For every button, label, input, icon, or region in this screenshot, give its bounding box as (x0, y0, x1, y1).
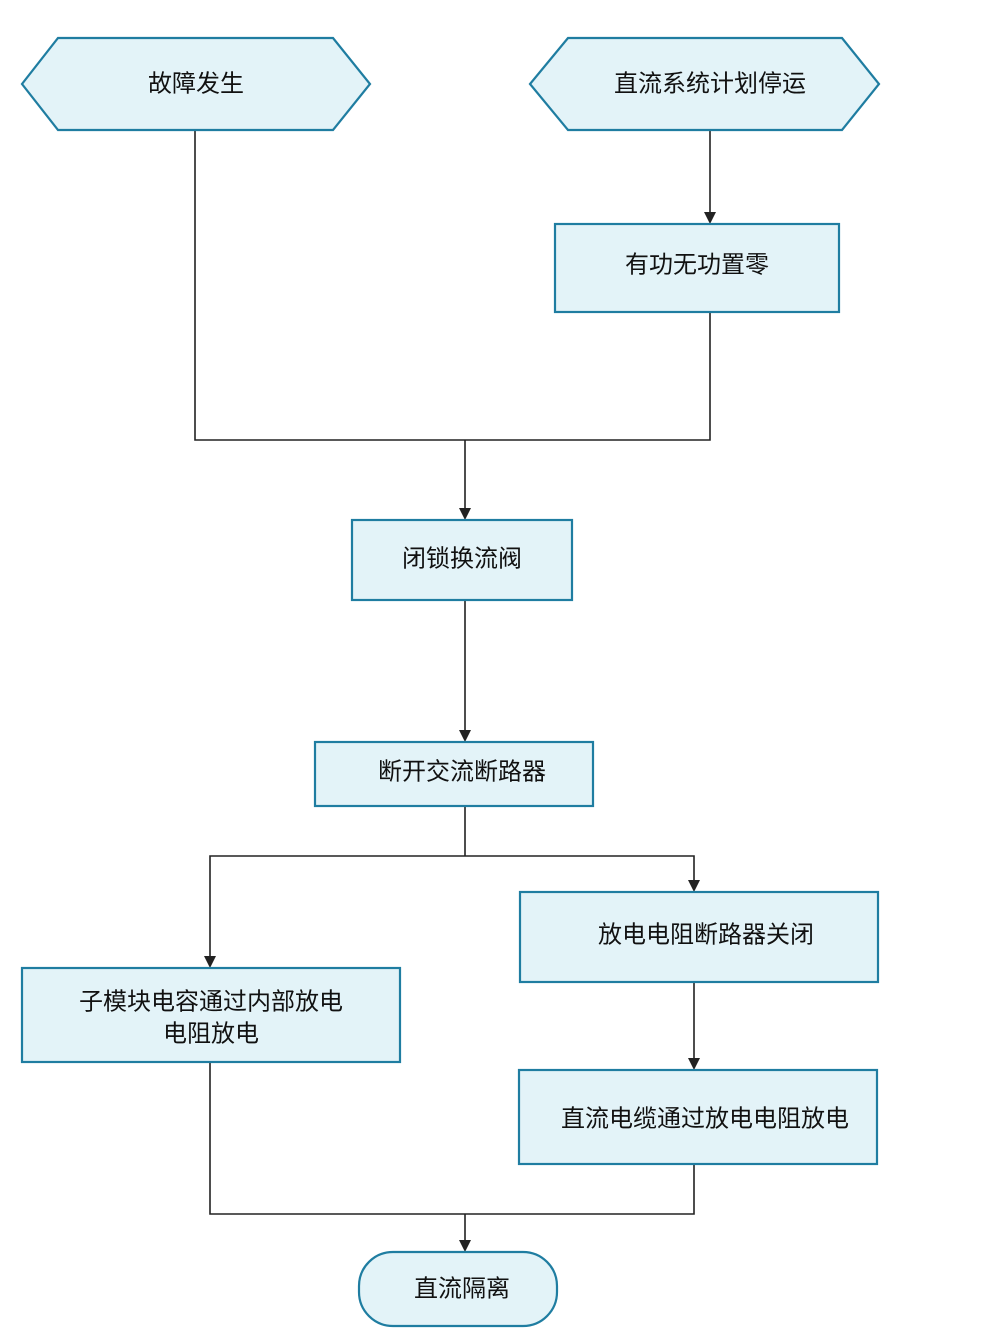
node-label: 放电电阻断路器关闭 (598, 921, 814, 949)
node-label: 直流系统计划停运 (614, 70, 806, 98)
node-label: 直流电缆通过放电电阻放电 (561, 1105, 849, 1133)
node-fault-occurs: 故障发生 (20, 36, 372, 132)
node-label: 有功无功置零 (625, 251, 769, 279)
connector-fault-to-merge (194, 130, 465, 441)
node-label-line-2: 电阻放电 (163, 1020, 259, 1048)
terminator-shape (357, 1250, 559, 1328)
connector-cable-to-merge (465, 1164, 695, 1215)
node-submodule-discharge: 子模块电容通过内部放电 电阻放电 (20, 966, 402, 1064)
node-label: 闭锁换流阀 (402, 545, 522, 573)
connectors (194, 130, 716, 1252)
node-cable-discharge: 直流电缆通过放电电阻放电 (517, 1068, 879, 1166)
connector-submodule-to-merge (209, 1062, 465, 1215)
hexagon-shape (528, 36, 881, 132)
node-label: 断开交流断路器 (378, 758, 546, 786)
process-box (517, 1068, 879, 1166)
node-dc-isolation: 直流隔离 (357, 1250, 559, 1328)
process-box (553, 222, 841, 314)
node-close-discharge-breaker: 放电电阻断路器关闭 (518, 890, 880, 984)
process-box (313, 740, 595, 808)
node-label: 直流隔离 (414, 1275, 510, 1303)
node-label-line-1: 子模块电容通过内部放电 (79, 988, 343, 1016)
node-block-valve: 闭锁换流阀 (350, 518, 574, 602)
process-box (20, 966, 402, 1064)
arrow-split-to-discharge-breaker (465, 855, 700, 892)
node-open-ac-breaker: 断开交流断路器 (313, 740, 595, 808)
process-box (518, 890, 880, 984)
process-box (350, 518, 574, 602)
node-planned-outage: 直流系统计划停运 (528, 36, 881, 132)
hexagon-shape (20, 36, 372, 132)
connector-zero-power-to-merge (465, 312, 711, 441)
node-label: 故障发生 (148, 70, 244, 98)
node-zero-power: 有功无功置零 (553, 222, 841, 314)
arrow-split-to-submodule-discharge (204, 855, 465, 968)
